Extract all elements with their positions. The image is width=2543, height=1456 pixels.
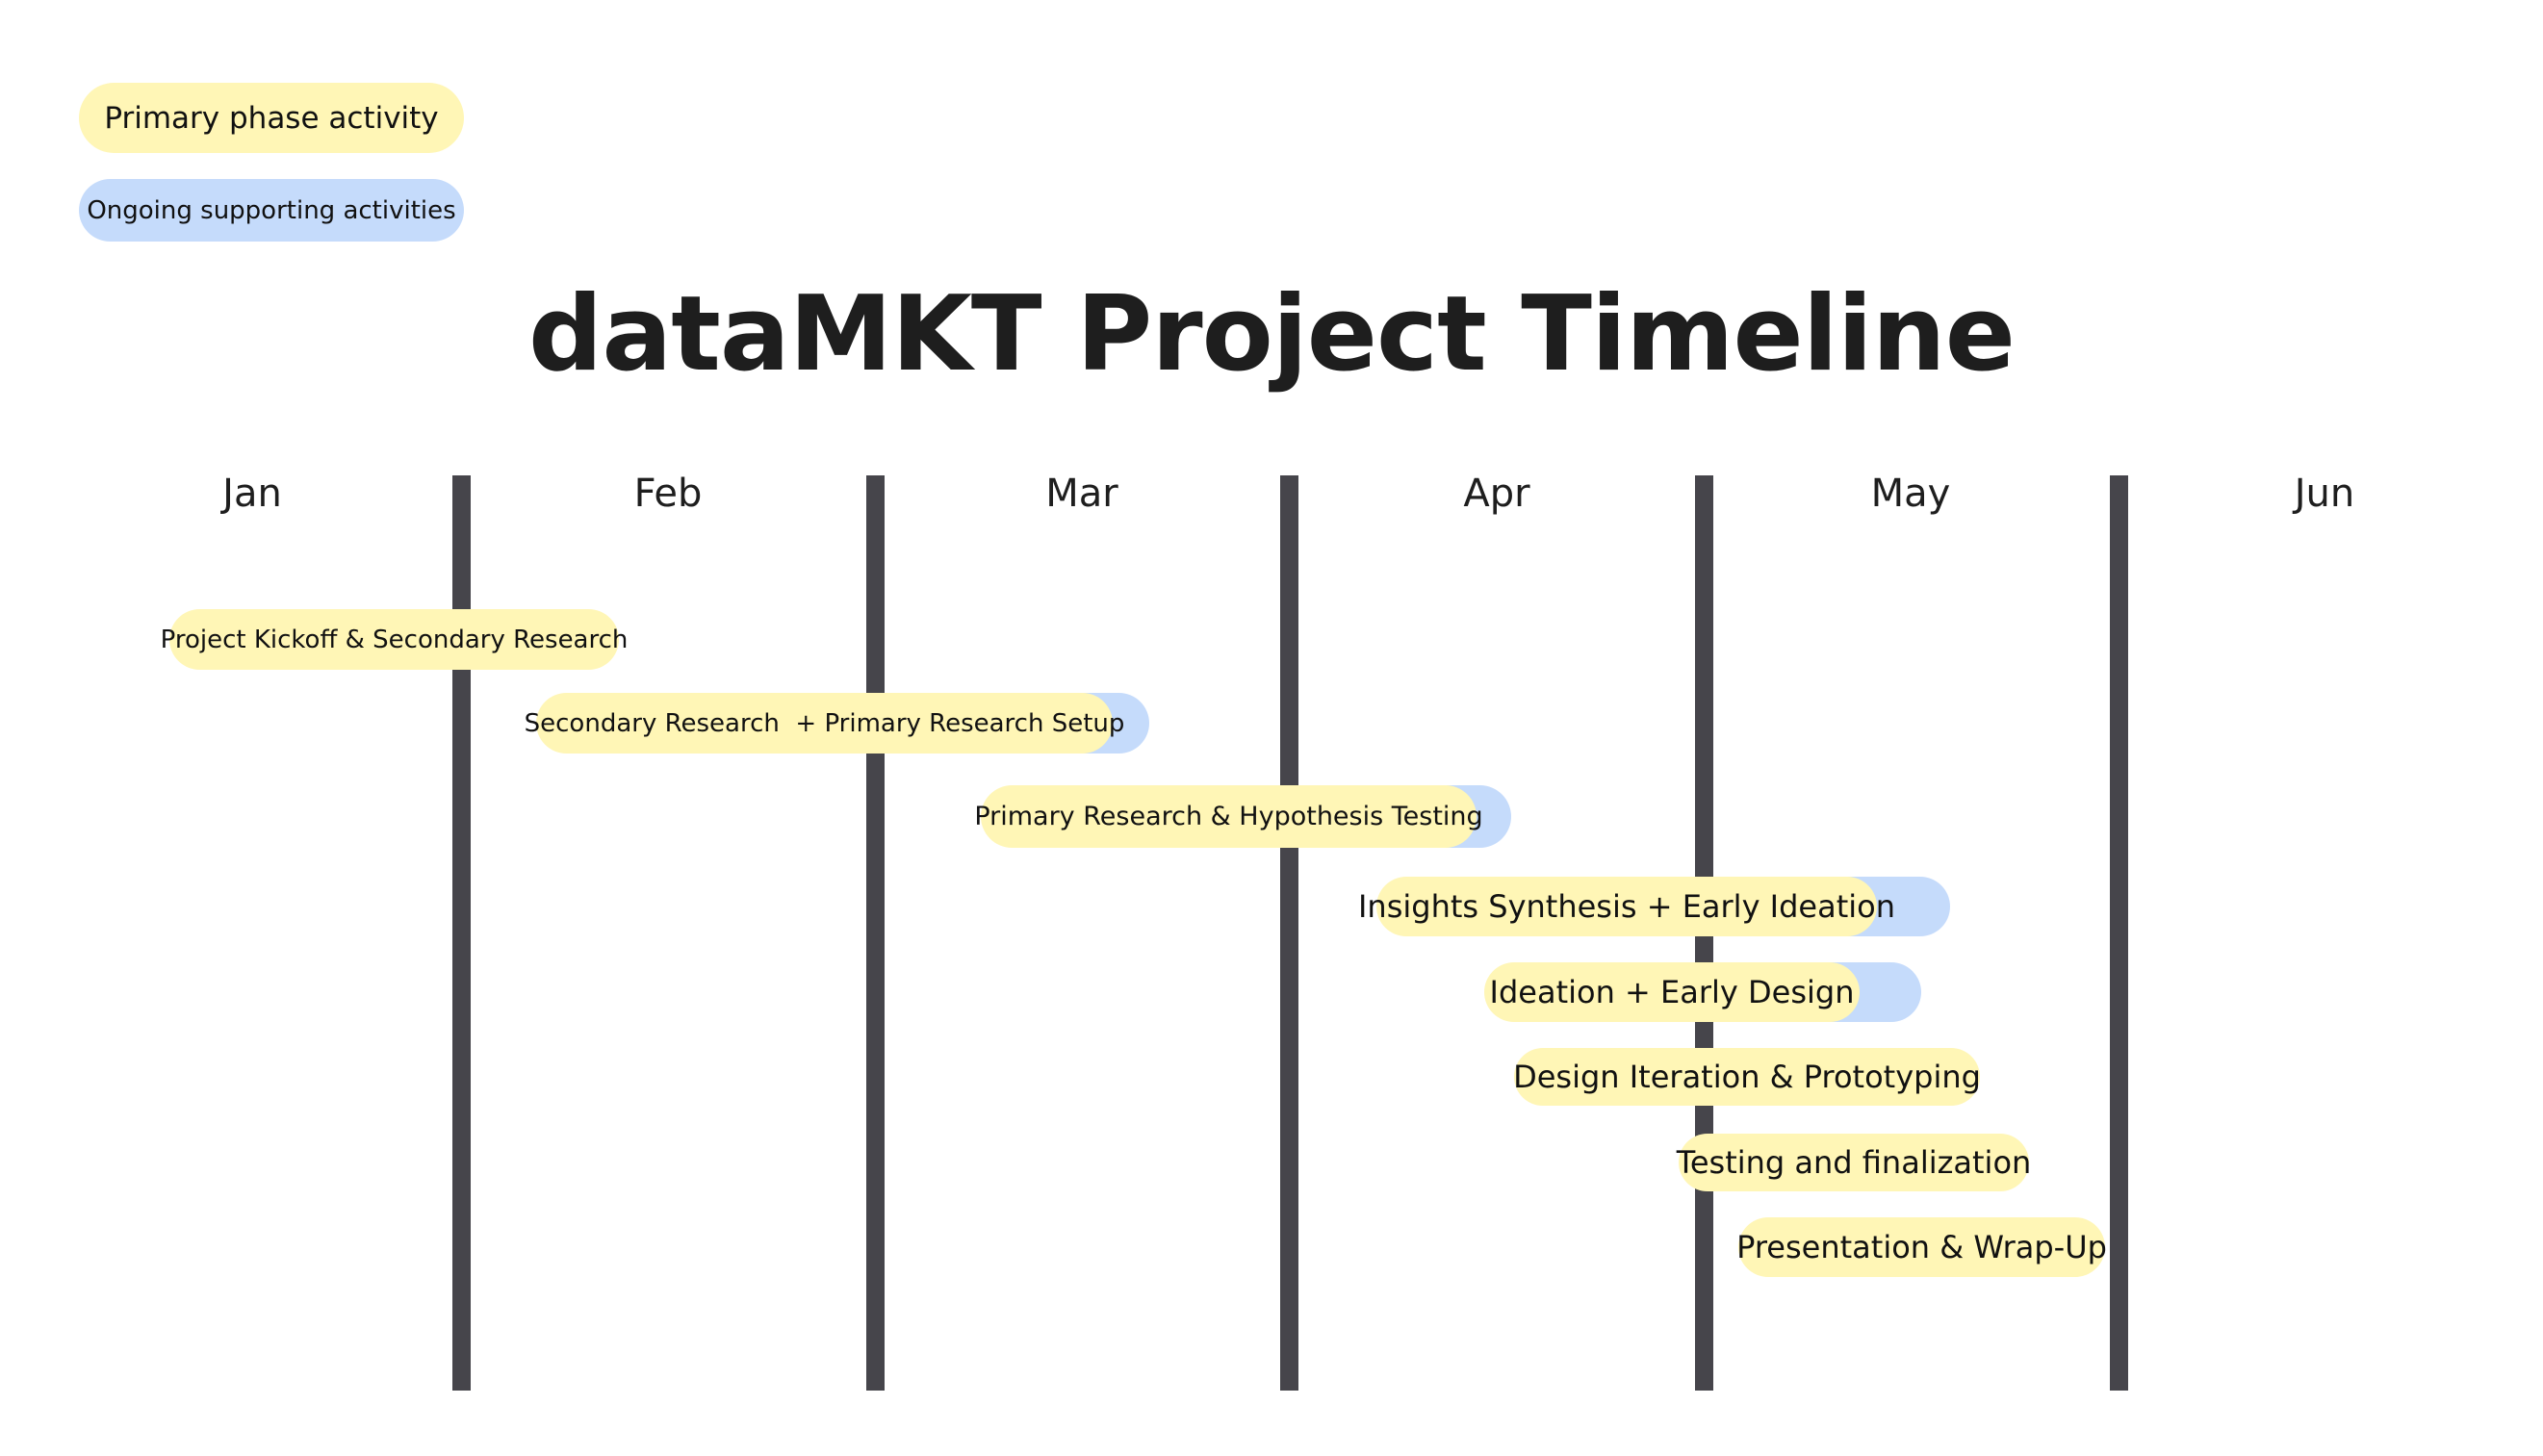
activity-primary: Testing and finalization	[1676, 1134, 2032, 1191]
month-label-apr: Apr	[1463, 472, 1530, 516]
legend-primary-phase: Primary phase activity	[79, 83, 464, 153]
activity-label: Presentation & Wrap-Up	[1736, 1229, 2107, 1265]
activity-primary: Presentation & Wrap-Up	[1736, 1217, 2107, 1277]
activity-label: Project Kickoff & Secondary Research	[160, 625, 629, 654]
activity-label: Secondary Research + Primary Research Se…	[524, 708, 1125, 738]
activity-bar: Primary Research & Hypothesis Testing	[974, 785, 1511, 848]
activity-bar: Design Iteration & Prototyping	[1513, 1048, 1981, 1106]
legend-primary-label: Primary phase activity	[104, 100, 439, 136]
activity-bar: Secondary Research + Primary Research Se…	[525, 693, 1149, 754]
legend-ongoing-activities: Ongoing supporting activities	[79, 179, 464, 242]
activity-bar: Testing and finalization	[1676, 1134, 2032, 1191]
activity-primary: Primary Research & Hypothesis Testing	[974, 785, 1483, 848]
activity-label: Testing and finalization	[1676, 1144, 2032, 1181]
activity-primary: Insights Synthesis + Early Ideation	[1358, 877, 1895, 936]
month-separator	[1280, 475, 1298, 1391]
activity-bar: Ideation + Early Design	[1484, 962, 1921, 1022]
activity-label: Insights Synthesis + Early Ideation	[1357, 888, 1896, 925]
month-label-jun: Jun	[2294, 472, 2355, 516]
activity-bar: Project Kickoff & Secondary Research	[161, 609, 628, 670]
activity-label: Primary Research & Hypothesis Testing	[974, 802, 1483, 831]
activity-label: Ideation + Early Design	[1489, 974, 1855, 1010]
activity-primary: Secondary Research + Primary Research Se…	[525, 693, 1124, 754]
month-label-feb: Feb	[633, 472, 703, 516]
activity-primary: Project Kickoff & Secondary Research	[161, 609, 628, 670]
activity-bar: Insights Synthesis + Early Ideation	[1358, 877, 1950, 936]
month-label-may: May	[1870, 472, 1951, 516]
month-separator	[866, 475, 885, 1391]
month-separator	[452, 475, 471, 1391]
month-label-jan: Jan	[222, 472, 282, 516]
month-separator	[2110, 475, 2128, 1391]
activity-label: Design Iteration & Prototyping	[1513, 1059, 1981, 1095]
activity-bar: Presentation & Wrap-Up	[1736, 1217, 2107, 1277]
activity-primary: Ideation + Early Design	[1484, 962, 1860, 1022]
month-label-mar: Mar	[1045, 472, 1118, 516]
activity-primary: Design Iteration & Prototyping	[1513, 1048, 1981, 1106]
legend-ongoing-label: Ongoing supporting activities	[87, 195, 456, 225]
page-title: dataMKT Project Timeline	[528, 274, 2016, 395]
